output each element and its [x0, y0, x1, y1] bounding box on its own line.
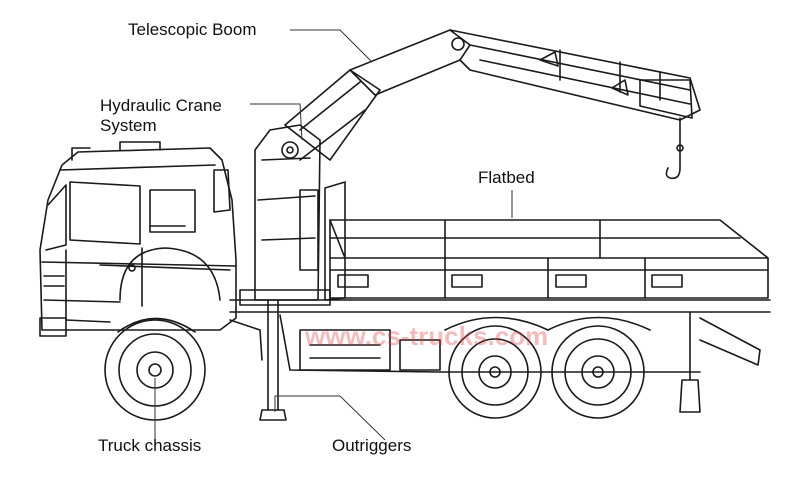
lift-cylinder — [299, 189, 319, 271]
front-outrigger — [259, 299, 287, 421]
flatbed-body — [324, 181, 769, 301]
leader-outriggers — [274, 395, 386, 441]
leader-telescopic-boom — [290, 29, 373, 63]
label-truck-chassis: Truck chassis — [98, 436, 202, 455]
cab-side-window — [149, 189, 196, 233]
label-hydraulic-crane-system: Hydraulic Crane System — [100, 96, 270, 136]
label-outriggers: Outriggers — [332, 436, 412, 455]
rear-wheel-2 — [551, 325, 645, 419]
label-hydraulic-crane-line2: System — [100, 116, 157, 135]
rear-wheel-1 — [448, 325, 542, 419]
truck-cab — [39, 141, 237, 337]
side-mirror — [213, 169, 231, 213]
crane-hook — [665, 117, 684, 180]
watermark-text: www.cs-trucks.com — [304, 321, 548, 351]
crane-column — [239, 124, 331, 306]
telescopic-boom — [349, 29, 701, 121]
bed-headboard — [324, 181, 346, 301]
crane-inner-arm — [284, 69, 381, 161]
leader-lines — [154, 29, 513, 441]
leader-hydraulic-crane — [250, 103, 303, 141]
label-hydraulic-crane-line1: Hydraulic Crane — [100, 96, 222, 115]
cab-door-window — [69, 181, 141, 245]
label-flatbed: Flatbed — [478, 168, 535, 187]
truck-chassis — [229, 299, 771, 413]
label-telescopic-boom: Telescopic Boom — [128, 20, 257, 39]
